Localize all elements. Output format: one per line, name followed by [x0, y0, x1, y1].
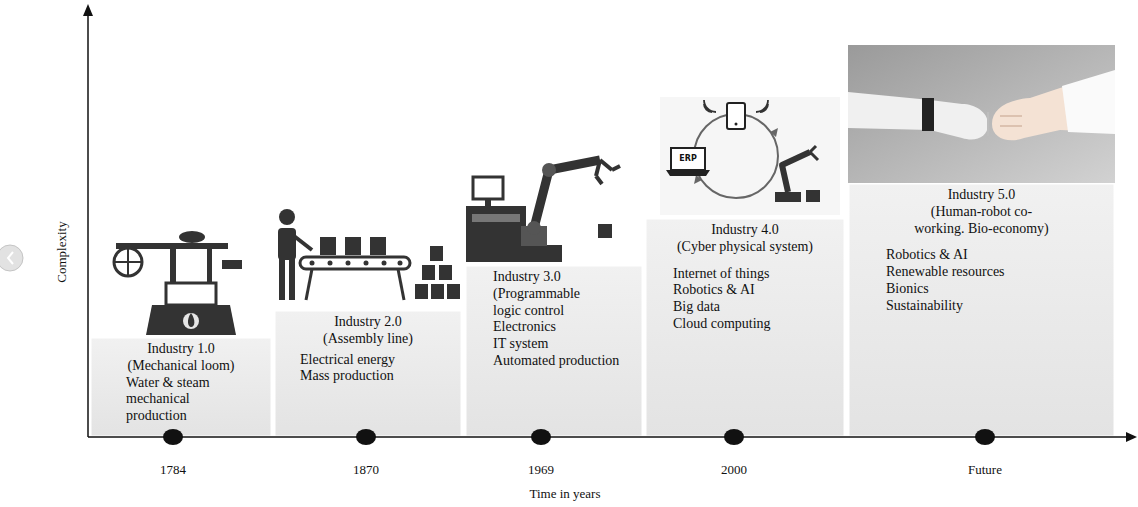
stage-panel: Industry 4.0(Cyber physical system) Inter… [645, 218, 845, 437]
stage-subtitle: (Programmable logic control [493, 286, 605, 320]
cyber-physical-illustration [660, 97, 840, 215]
screen-label: ERP [679, 154, 697, 164]
stage-panel-background [465, 265, 643, 437]
stage-heading: Industry 3.0 [493, 269, 637, 286]
stage-panel: Industry 1.0(Mechanical loom)Water & ste… [90, 337, 272, 437]
stage-feature: Sustainability [886, 298, 1106, 315]
year-tick: Future [968, 462, 1002, 478]
stage-heading: Industry 2.0 [280, 314, 456, 331]
automation-illustration [466, 160, 620, 262]
stage-panel: Industry 3.0(Programmable logic controlE… [465, 265, 643, 437]
axes [83, 4, 1137, 442]
stage-panel-background [645, 218, 845, 437]
stage-feature: Robotics & AI [673, 282, 839, 299]
stage-subtitle: (Cyber physical system) [651, 239, 839, 256]
axis-title: Complexity [54, 221, 70, 282]
fist-bump-photo [848, 45, 1115, 183]
stage-feature: Water & steam mechanical production [126, 375, 231, 425]
stage-subtitle: (Assembly line) [280, 331, 456, 348]
stage-feature: Robotics & AI [886, 247, 1106, 264]
stage-feature: Electronics [493, 319, 637, 336]
stage-subtitle: (Mechanical loom) [96, 358, 266, 375]
stage-heading: Industry 4.0 [651, 222, 839, 239]
year-tick: 2000 [721, 462, 747, 478]
stage-subtitle: (Human-robot co-working. Bio-economy) [911, 204, 1053, 238]
stage-panel-background [848, 183, 1115, 437]
stage-feature: Renewable resources [886, 264, 1106, 281]
loom-illustration [114, 231, 242, 335]
stage-feature: Bionics [886, 281, 1106, 298]
stage-panel: Industry 2.0(Assembly line) Electrical en… [274, 310, 462, 437]
stage-feature: Mass production [300, 368, 456, 385]
stage-feature: Big data [673, 299, 839, 316]
stage-feature: Cloud computing [673, 316, 839, 333]
stage-heading: Industry 5.0 [854, 187, 1109, 204]
stage-feature: Electrical energy [300, 352, 456, 369]
year-tick: 1969 [528, 462, 554, 478]
year-tick: 1784 [160, 462, 186, 478]
stage-feature: IT system [493, 336, 637, 353]
stage-panel: Industry 5.0(Human-robot co-working. Bio… [848, 183, 1115, 437]
stage-panel-background [90, 337, 272, 437]
stage-panel-background [274, 310, 462, 437]
year-tick: 1870 [353, 462, 379, 478]
assembly-line-illustration [278, 209, 460, 300]
stage-feature: Automated production [493, 353, 637, 370]
timeline-dots [163, 429, 995, 445]
stage-heading: Industry 1.0 [96, 341, 266, 358]
stage-feature: Internet of things [673, 266, 839, 283]
carousel-button [0, 245, 23, 271]
axis-title: Time in years [529, 486, 600, 502]
